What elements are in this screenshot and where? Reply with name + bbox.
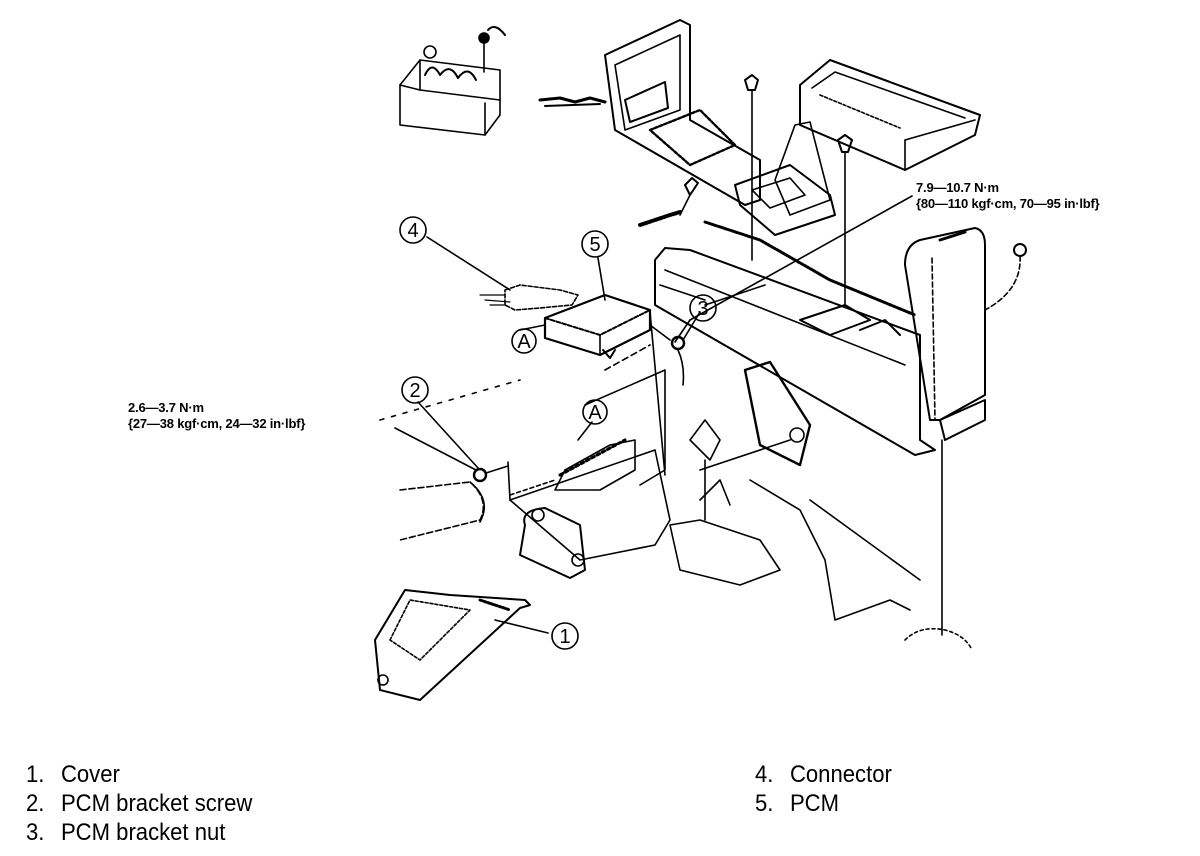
callout-1-label: 1 (559, 626, 570, 648)
torque-spec-screw-line1: 2.6—3.7 N·m (128, 400, 204, 415)
callout-2: 2 (401, 376, 429, 404)
torque-spec-nut-line2: {80—110 kgf·cm, 70—95 in·lbf} (916, 196, 1100, 211)
callout-4-label: 4 (407, 220, 418, 242)
legend-label: PCM bracket screw (60, 790, 253, 817)
legend-number: 3. (26, 819, 45, 846)
legend-label: PCM (789, 790, 840, 817)
legend-item-pcm-bracket-nut: 3. PCM bracket nut (26, 818, 252, 847)
legend-item-pcm-bracket-screw: 2. PCM bracket screw (26, 789, 252, 818)
callout-2-label: 2 (409, 380, 420, 402)
legend-item-pcm: 5. PCM (755, 789, 892, 818)
pcm-bracket-screw (394, 427, 556, 501)
torque-spec-screw-line2: {27—38 kgf·cm, 24—32 in·lbf} (128, 416, 306, 431)
steering-column-tube (379, 379, 521, 541)
legend-item-connector: 4. Connector (755, 760, 892, 789)
torque-spec-nut-line1: 7.9—10.7 N·m (916, 180, 999, 195)
floor-tunnel (509, 360, 921, 621)
callout-a-bracket: A (582, 399, 608, 425)
legend-number: 1. (26, 761, 45, 788)
callout-1: 1 (551, 622, 579, 650)
callout-3-label: 3 (697, 298, 708, 320)
battery (399, 25, 506, 136)
callout-4: 4 (399, 216, 427, 244)
legend-number: 4. (755, 761, 774, 788)
screw-top (744, 74, 853, 306)
torque-spec-pcm-bracket-screw: 2.6—3.7 N·m {27—38 kgf·cm, 24—32 in·lbf} (128, 400, 305, 432)
cover-panel (374, 589, 531, 701)
legend-number: 2. (26, 790, 45, 817)
legend-label: PCM bracket nut (60, 819, 226, 846)
callout-leaders (417, 236, 701, 634)
parts-legend-right: 4. Connector 5. PCM (755, 760, 892, 818)
callout-a-pcm-label: A (517, 331, 531, 353)
bolt-mid (638, 177, 699, 227)
pcm-bracket-nut (670, 335, 686, 386)
legend-item-cover: 1. Cover (26, 760, 252, 789)
connector (479, 284, 579, 311)
armrest-lid (904, 227, 1027, 651)
legend-label: Connector (789, 761, 892, 788)
pcm-unit (543, 293, 671, 359)
parts-legend-left: 1. Cover 2. PCM bracket screw 3. PCM bra… (26, 760, 252, 847)
callout-3: 3 (689, 294, 717, 322)
legend-label: Cover (60, 761, 120, 788)
center-console (654, 220, 936, 456)
pcm-bracket (554, 311, 666, 491)
shift-boot (734, 121, 836, 236)
callout-a-bracket-label: A (588, 402, 602, 424)
callout-a-pcm: A (511, 328, 537, 354)
callout-5: 5 (581, 230, 609, 258)
torque-spec-pcm-bracket-nut: 7.9—10.7 N·m {80—110 kgf·cm, 70—95 in·lb… (916, 180, 1100, 212)
exploded-view-diagram: 5 4 3 A 2 A 1 (374, 19, 1027, 701)
callout-5-label: 5 (589, 234, 600, 256)
legend-number: 5. (755, 790, 774, 817)
rear-tray (799, 59, 981, 171)
console-bezel (538, 19, 761, 206)
